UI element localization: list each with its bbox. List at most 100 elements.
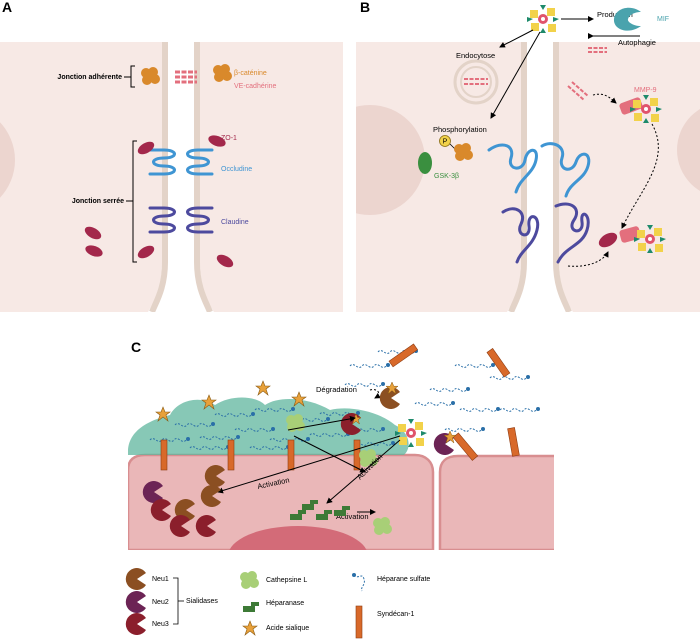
label-autophagie: Autophagie bbox=[618, 38, 656, 47]
heparanase-group bbox=[290, 500, 350, 520]
claudin-fragment bbox=[554, 202, 590, 264]
sialic-acid bbox=[201, 394, 217, 410]
zo1-protein bbox=[208, 135, 226, 147]
zo1-protein bbox=[84, 226, 102, 240]
cathepsin bbox=[286, 414, 305, 432]
label-activation-3: Activation bbox=[336, 512, 369, 521]
occludin-right bbox=[186, 148, 214, 176]
label-gsk3b: GSK-3β bbox=[434, 173, 459, 180]
nucleus-left bbox=[356, 105, 425, 215]
legend-syndecan: Syndécan-1 bbox=[377, 611, 414, 618]
syndecan bbox=[486, 348, 511, 378]
syndecan bbox=[507, 427, 520, 457]
mif-protein bbox=[613, 7, 641, 31]
nucleus-left bbox=[0, 122, 15, 198]
label-phosphorylation: Phosphorylation bbox=[433, 125, 487, 134]
zo1-protein bbox=[85, 245, 103, 257]
label-p: P bbox=[443, 139, 448, 146]
label-claudine: Claudine bbox=[221, 219, 249, 226]
legend-heparanase: Héparanase bbox=[266, 600, 304, 607]
label-occludine: Occludine bbox=[221, 166, 252, 173]
membrane-left bbox=[149, 42, 168, 312]
legend-neu3-icon bbox=[125, 613, 146, 635]
glycan-complex bbox=[395, 419, 427, 447]
adherens-junction: Jonction adhérente β-caténine VE-cadhéri… bbox=[57, 64, 277, 90]
heparanase bbox=[316, 510, 332, 520]
label-jonction-serree: Jonction serrée bbox=[72, 198, 124, 205]
label-mmp9: MMP-9 bbox=[634, 87, 657, 94]
glycocalyx bbox=[128, 397, 409, 455]
syndecan-group bbox=[160, 439, 361, 471]
heparanase bbox=[302, 500, 318, 510]
label-degradation: Dégradation bbox=[316, 385, 357, 394]
syndecan bbox=[287, 439, 295, 471]
label-zo1: ZO-1 bbox=[221, 135, 237, 142]
ve-cadherin-fragments bbox=[567, 81, 589, 101]
legend-neu1-icon bbox=[125, 568, 146, 590]
gsk3b-protein bbox=[418, 152, 432, 174]
legend-neu2-icon bbox=[125, 591, 146, 613]
panel-a-letter: A bbox=[2, 0, 12, 15]
zo1-protein bbox=[598, 232, 618, 248]
heparanase bbox=[334, 506, 350, 516]
claudin-fragment bbox=[501, 207, 540, 264]
glycan-complex bbox=[527, 5, 559, 33]
tight-junction: Jonction serrée ZO-1 Occludine Claudine bbox=[72, 135, 252, 268]
legend-cathepsine: Cathepsine L bbox=[266, 577, 307, 584]
label-ve-cadherine: VE-cadhérine bbox=[234, 83, 277, 90]
claudin-left bbox=[148, 206, 176, 234]
syndecan bbox=[227, 439, 235, 471]
beta-catenin bbox=[454, 143, 473, 161]
legend-cathepsine-icon bbox=[240, 571, 259, 589]
sialic-acid bbox=[255, 380, 271, 396]
legend-neu1: Neu1 bbox=[152, 576, 169, 583]
ve-cadherin bbox=[175, 70, 197, 84]
panel-c: C bbox=[128, 339, 554, 550]
legend-heparan-icon bbox=[352, 573, 365, 592]
occludin-left bbox=[148, 148, 176, 176]
label-endocytose: Endocytose bbox=[456, 51, 495, 60]
endothelial-cell-right bbox=[438, 454, 554, 550]
nucleus-right bbox=[677, 109, 700, 191]
cathepsin bbox=[373, 517, 392, 535]
legend-syndecan-icon bbox=[355, 605, 363, 639]
syndecan bbox=[388, 343, 418, 368]
syndecan bbox=[160, 439, 168, 471]
legend-sialic-acid-icon bbox=[242, 620, 258, 636]
legend-neu3: Neu3 bbox=[152, 621, 169, 628]
sialic-acid-group bbox=[155, 380, 307, 422]
phosphate-group bbox=[439, 135, 451, 147]
zo1-protein bbox=[216, 254, 234, 268]
legend-neu2: Neu2 bbox=[152, 599, 169, 606]
cell-nucleus bbox=[229, 526, 367, 550]
legend-sialidases: Sialidases bbox=[186, 598, 218, 605]
membrane-right bbox=[194, 42, 213, 312]
panel-b: B Production MIF Autophagie Endocytose bbox=[356, 0, 700, 312]
legend: Neu1 Neu2 Neu3 Sialidases Cathepsine L H… bbox=[125, 568, 430, 639]
sialic-acid bbox=[291, 391, 307, 407]
sialic-acid bbox=[155, 406, 171, 422]
membrane-right bbox=[553, 42, 572, 312]
panel-c-letter: C bbox=[131, 339, 141, 355]
label-mif: MIF bbox=[657, 16, 669, 23]
legend-heparane-sulfate: Héparane sulfate bbox=[377, 576, 430, 583]
panel-a: A Jonction adhérente β-caténine VE-cadhé… bbox=[0, 0, 343, 312]
legend-heparanase-icon bbox=[243, 602, 259, 612]
label-beta-catenine: β-caténine bbox=[234, 70, 267, 77]
occludin-fragment bbox=[540, 142, 591, 198]
heparanase bbox=[290, 510, 306, 520]
endosome bbox=[453, 59, 499, 105]
beta-catenin-right bbox=[213, 64, 232, 82]
membrane-left bbox=[508, 42, 527, 312]
label-production: Production bbox=[597, 10, 633, 19]
zo1-protein bbox=[137, 245, 155, 259]
ve-cadherin-fragments bbox=[588, 47, 607, 53]
zo1-protein bbox=[137, 141, 155, 155]
occludin-fragment bbox=[487, 143, 538, 194]
shed-fragments bbox=[344, 343, 541, 461]
legend-acide-sialique: Acide sialique bbox=[266, 625, 309, 632]
label-jonction-adherente: Jonction adhérente bbox=[57, 74, 122, 81]
panel-b-letter: B bbox=[360, 0, 370, 15]
beta-catenin-left bbox=[141, 67, 160, 85]
